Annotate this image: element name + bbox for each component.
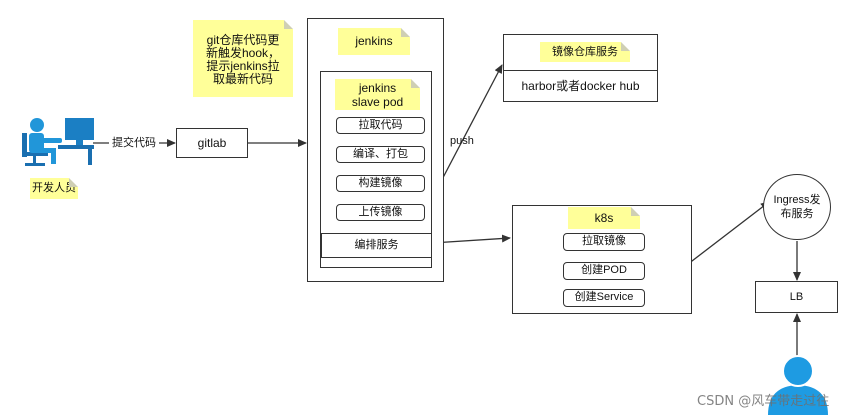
step-compile-package: 编译、打包 <box>336 146 425 163</box>
developer-note: 开发人员 <box>30 178 78 199</box>
step-create-pod: 创建POD <box>563 262 645 280</box>
registry-title: 镜像仓库服务 <box>552 46 618 58</box>
orchestrate-label: 编排服务 <box>354 239 399 251</box>
user-head <box>782 355 814 387</box>
user-icon <box>765 355 831 415</box>
registry-node: harbor或者docker hub <box>503 70 658 102</box>
person <box>29 118 62 164</box>
slave-pod-note: jenkins slave pod <box>335 79 420 110</box>
hook-note-line: git仓库代码更 <box>206 33 280 47</box>
push-edge-label: push <box>450 135 474 147</box>
jenkins-title-note: jenkins <box>338 28 410 55</box>
step-push-image: 上传镜像 <box>336 204 425 221</box>
chair <box>22 133 48 166</box>
user-icon-graphic <box>768 355 828 415</box>
arrow-orchestrate-to-k8s <box>431 234 511 244</box>
developer-label: 开发人员 <box>32 182 76 194</box>
ingress-line: 布服务 <box>780 208 814 220</box>
jenkins-title: jenkins <box>355 34 393 48</box>
gitlab-node: gitlab <box>176 128 248 158</box>
commit-edge-label: 提交代码 <box>109 136 159 150</box>
developer-at-desk-icon <box>20 115 94 167</box>
lb-node: LB <box>755 281 838 313</box>
watermark: CSDN @风车带走过往 <box>697 394 830 409</box>
step-create-service: 创建Service <box>563 289 645 307</box>
hook-note-line: 提示jenkins拉 <box>206 59 280 73</box>
hook-note: git仓库代码更 新触发hook， 提示jenkins拉 取最新代码 <box>193 20 293 97</box>
hook-note-line: 新触发hook， <box>205 46 281 60</box>
monitor <box>65 118 94 145</box>
lb-label: LB <box>789 291 804 303</box>
desk <box>58 145 94 165</box>
user-shoulders <box>768 385 828 415</box>
registry-label: harbor或者docker hub <box>521 79 640 93</box>
step-pull-image: 拉取镜像 <box>563 233 645 251</box>
slave-pod-line: slave pod <box>351 95 404 109</box>
developer-icon-graphic <box>22 118 94 166</box>
slave-pod-line: jenkins <box>358 81 397 95</box>
k8s-title-note: k8s <box>568 207 640 229</box>
k8s-title: k8s <box>594 211 614 225</box>
ingress-line: Ingress发 <box>773 194 821 206</box>
ingress-node: Ingress发 布服务 <box>763 174 831 240</box>
hook-note-line: 取最新代码 <box>212 72 273 86</box>
gitlab-label: gitlab <box>197 136 227 150</box>
registry-title-note: 镜像仓库服务 <box>540 42 630 62</box>
orchestrate-node: 编排服务 <box>321 233 432 258</box>
step-build-image: 构建镜像 <box>336 175 425 192</box>
step-pull-code: 拉取代码 <box>336 117 425 134</box>
